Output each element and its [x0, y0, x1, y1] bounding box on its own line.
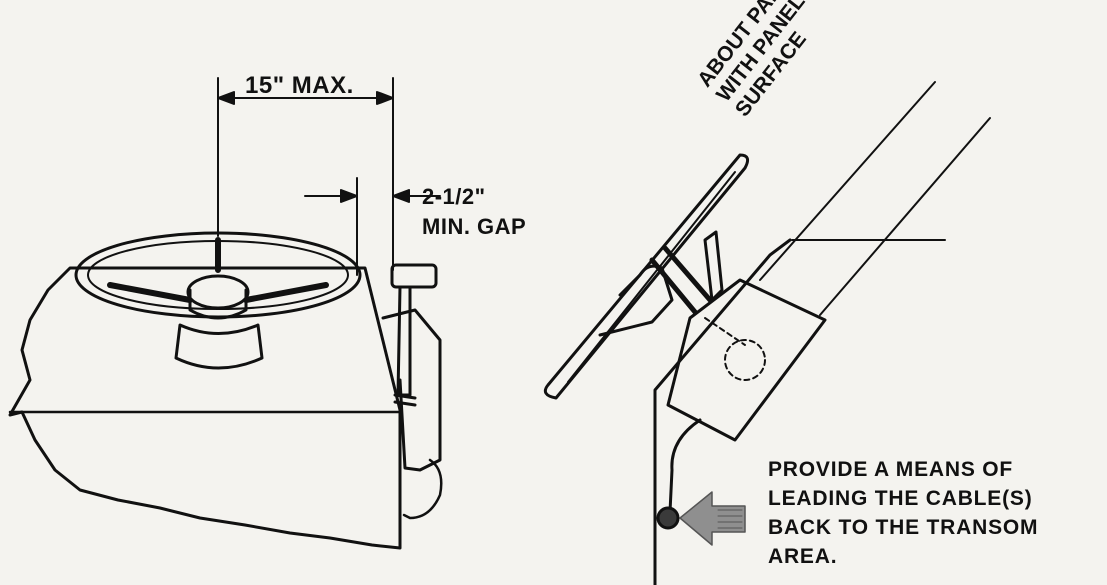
- max-width-label: 15" MAX.: [245, 72, 354, 99]
- note-line-4: AREA.: [768, 545, 838, 568]
- cable-end: [656, 506, 680, 530]
- note-line-2: LEADING THE CABLE(S): [768, 487, 1033, 510]
- cable-routing-note: PROVIDE A MEANS OF LEADING THE CABLE(S) …: [768, 455, 1038, 571]
- steering-cable: [668, 418, 702, 514]
- throttle-control: [381, 263, 443, 520]
- wheel-hub-base: [174, 323, 264, 370]
- steering-wheel: [74, 231, 362, 370]
- min-gap-value: 2-1/2": [422, 184, 486, 209]
- pointer-arrow: [679, 491, 746, 546]
- dashboard-panel: [8, 266, 402, 550]
- note-line-3: BACK TO THE TRANSOM: [768, 516, 1039, 539]
- control-cable: [402, 458, 443, 520]
- left-helm-figure: [8, 77, 443, 550]
- parallel-line-2: [759, 81, 936, 281]
- steering-wheel-side: [543, 153, 750, 400]
- min-gap-text: MIN. GAP: [422, 214, 527, 239]
- parallel-line-3: [819, 117, 991, 316]
- mount-outline: [704, 317, 766, 381]
- right-helm-figure: [543, 81, 991, 585]
- min-gap-label: 2-1/2" MIN. GAP: [422, 182, 526, 242]
- helm-unit: [666, 278, 827, 442]
- dimension-min-gap: [304, 177, 441, 276]
- dimension-15-max: [217, 77, 394, 271]
- note-line-1: PROVIDE A MEANS OF: [768, 458, 1014, 481]
